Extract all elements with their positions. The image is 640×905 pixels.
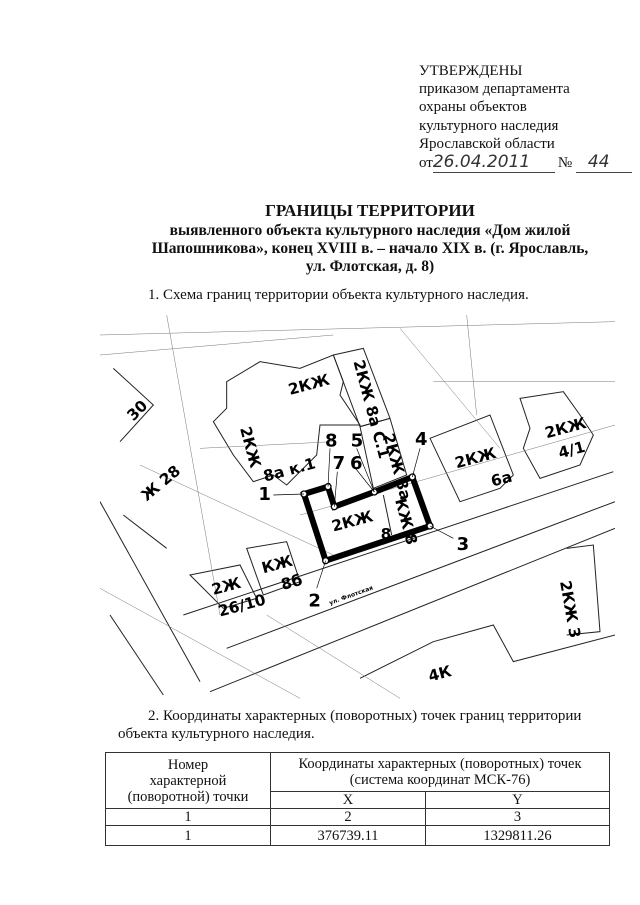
coordinates-table: Номер характерной (поворотной) точки Коо… <box>105 752 610 846</box>
header-text: (поворотной) точки <box>127 788 249 805</box>
title-line: ГРАНИЦЫ ТЕРРИТОРИИ <box>265 201 475 220</box>
point-cell: 1 <box>105 825 271 846</box>
header-text: Номер <box>167 756 209 773</box>
section-2-line: 2. Координаты характерных (поворотных) т… <box>148 708 582 724</box>
table-row: 1 376739.11 1329811.26 <box>105 825 610 846</box>
approval-line: УТВЕРЖДЕНЫ <box>419 63 523 79</box>
approval-line: приказом департамента <box>419 81 570 98</box>
point-number: 2 <box>308 591 321 612</box>
x-cell: 376739.11 <box>270 825 426 846</box>
number-value: 44 <box>587 152 610 173</box>
map-label: 6а <box>489 468 514 491</box>
approval-date-line: от26.04.2011 № 44 <box>419 152 632 174</box>
map-label: 4К <box>426 662 454 686</box>
header-y: Y <box>425 791 610 809</box>
map-label: 2КЖ 3 <box>556 579 584 639</box>
map-label: 2КЖ <box>453 444 498 472</box>
map-label: 2Ж <box>210 574 243 599</box>
index-cell: 2 <box>270 808 426 826</box>
section-1-heading: 1. Схема границ территории объекта культ… <box>148 287 529 303</box>
y-cell: 1329811.26 <box>425 825 610 846</box>
map-linework <box>100 347 615 696</box>
date-value: 26.04.2011 <box>432 152 531 173</box>
leader-lines <box>273 448 454 589</box>
map-label: 8 <box>381 525 392 543</box>
map-label: Ж 28 <box>138 462 184 505</box>
map-label: 8а к.1 <box>261 454 317 485</box>
point-number: 4 <box>415 429 428 450</box>
map-label: 30 <box>123 397 151 425</box>
header-text: Координаты характерных (поворотных) точе… <box>298 756 582 772</box>
approval-line: охраны объектов <box>419 99 527 116</box>
title-line: выявленного объекта культурного наследия… <box>169 222 571 239</box>
point-number: 5 <box>351 431 364 452</box>
boundary-point-numbers: 1 2 3 4 5 6 7 8 <box>258 429 469 612</box>
table-index-row: 1 2 3 <box>105 808 610 826</box>
map-labels: 2КЖ 2КЖ 8а С.1 2КЖ 8а к.1 2КЖ 8а 2КЖ 6а … <box>123 358 588 685</box>
approval-stamp: УТВЕРЖДЕНЫ приказом департамента охраны … <box>419 62 632 174</box>
date-field: 26.04.2011 <box>432 152 555 174</box>
map-survey-lines <box>100 315 615 699</box>
document-title: ГРАНИЦЫ ТЕРРИТОРИИ выявленного объекта к… <box>130 202 610 276</box>
header-text: (система координат МСК-76) <box>349 772 531 788</box>
index-cell: 3 <box>425 808 610 826</box>
header-x: X <box>270 791 426 809</box>
point-number: 7 <box>333 453 346 474</box>
header-text: характерной <box>149 772 227 789</box>
map-label: 2КЖ <box>286 371 331 399</box>
point-number: 1 <box>258 484 271 505</box>
section-2-line: объекта культурного наследия. <box>118 726 315 742</box>
map-label: 8б <box>279 571 305 594</box>
number-prefix: № <box>557 155 573 172</box>
territory-map: 2КЖ 2КЖ 8а С.1 2КЖ 8а к.1 2КЖ 8а 2КЖ 6а … <box>100 315 615 699</box>
title-line: Шапошникова», конец XVIII в. – начало XI… <box>151 240 589 257</box>
approval-line: Ярославской области <box>419 135 555 152</box>
index-cell: 1 <box>105 808 271 826</box>
header-coordinates: Координаты характерных (поворотных) точе… <box>270 752 610 792</box>
header-point-number: Номер характерной (поворотной) точки <box>105 752 271 809</box>
approval-line: культурного наследия <box>419 117 559 134</box>
map-label: 2КЖ <box>236 425 264 470</box>
title-line: ул. Флотская, д. 8) <box>305 258 435 275</box>
point-number: 6 <box>350 453 363 474</box>
map-label: 2КЖ <box>330 507 375 535</box>
number-field: 44 <box>575 152 632 174</box>
date-prefix: от <box>419 155 433 172</box>
point-number: 3 <box>457 534 470 555</box>
map-label: 2КЖ 8а <box>379 431 414 502</box>
point-number: 8 <box>325 431 338 452</box>
